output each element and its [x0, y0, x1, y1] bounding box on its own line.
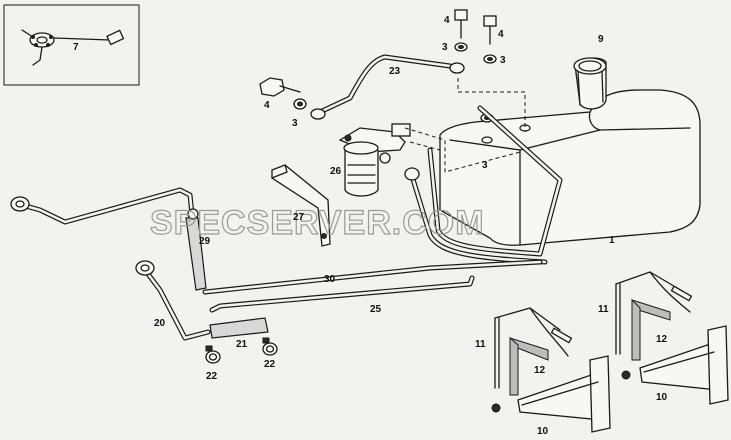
callout-27: 27 — [293, 212, 305, 223]
callout-3: 3 — [292, 118, 298, 129]
callout-22: 22 — [206, 371, 218, 382]
banjo-bolts — [259, 9, 497, 144]
callout-29: 29 — [199, 236, 211, 247]
callout-23: 23 — [389, 66, 401, 77]
callout-3: 3 — [500, 55, 506, 66]
assembly-guide-lines — [404, 78, 526, 173]
filter-bracket — [271, 164, 331, 247]
callout-21: 21 — [236, 339, 248, 350]
callout-25: 25 — [370, 304, 382, 315]
callout-12: 12 — [534, 365, 546, 376]
callout-11: 11 — [475, 339, 486, 350]
callout-20: 20 — [154, 318, 166, 329]
pipe-20 — [135, 260, 269, 341]
callout-30: 30 — [324, 274, 336, 285]
callout-10: 10 — [656, 392, 668, 403]
hose-clamps — [205, 337, 278, 364]
callout-9: 9 — [598, 34, 604, 45]
callout-1: 1 — [609, 235, 615, 246]
callout-3: 3 — [442, 42, 448, 53]
callout-4: 4 — [498, 29, 504, 40]
pipes-25-30 — [202, 259, 543, 313]
inset-fuel-sender — [3, 4, 140, 86]
callout-11: 11 — [598, 304, 609, 315]
callout-26: 26 — [330, 166, 342, 177]
watermark: SPECSERVER.COM — [150, 204, 485, 242]
callout-22: 22 — [264, 359, 276, 370]
callout-10: 10 — [537, 426, 549, 437]
callout-labels: 1 3 3 3 3 4 4 4 7 9 10 10 11 11 12 12 20… — [73, 15, 668, 437]
pipe-29 — [10, 187, 207, 291]
pipe-23 — [310, 54, 465, 120]
callout-3: 3 — [482, 160, 488, 171]
tank-mounting-hardware — [491, 271, 729, 433]
callout-4: 4 — [264, 100, 270, 111]
callout-4: 4 — [444, 15, 450, 26]
callout-12: 12 — [656, 334, 668, 345]
fuel-filter — [338, 123, 411, 197]
callout-7: 7 — [73, 42, 79, 53]
